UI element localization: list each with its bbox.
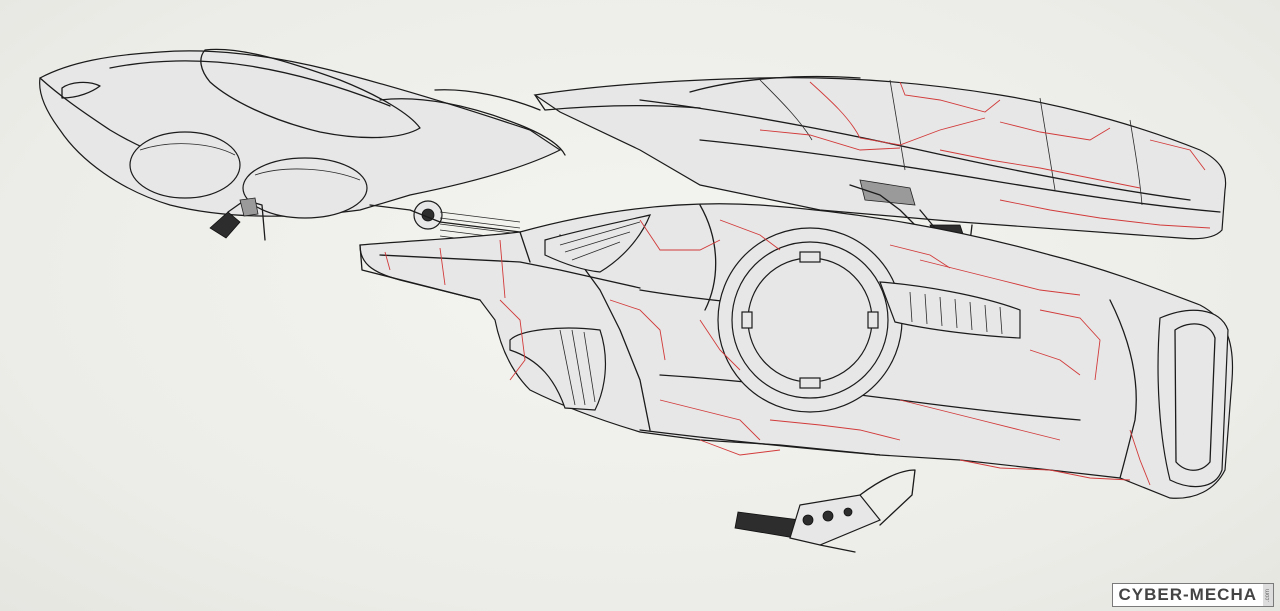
watermark-text: CYBER-MECHA [1118, 585, 1257, 604]
main-body [359, 203, 1234, 499]
rear-landing-gear [734, 469, 916, 553]
cockpit-section [39, 48, 566, 247]
watermark-badge: CYBER-MECHA .com [1111, 583, 1274, 607]
upper-wing-pod [533, 75, 1227, 243]
watermark-suffix: .com [1263, 584, 1273, 606]
